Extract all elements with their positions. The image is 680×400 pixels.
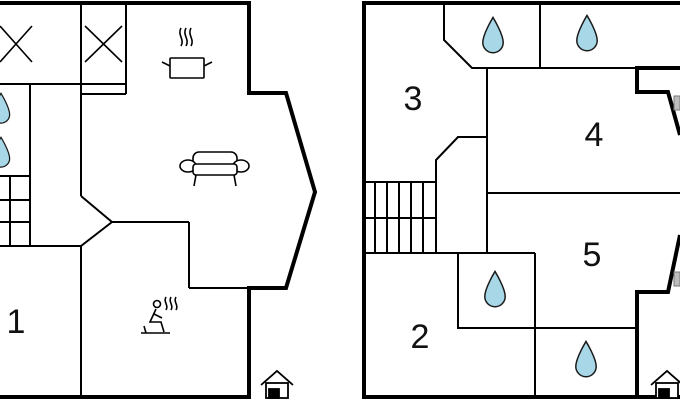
window-mark xyxy=(673,95,680,111)
sofa-icon xyxy=(179,151,250,187)
ground-floor-interior-walls xyxy=(0,3,249,397)
entrance-icon xyxy=(260,369,294,399)
entrance-icon xyxy=(650,369,680,399)
room-number-3: 3 xyxy=(404,80,423,118)
ground-floor-outer-wall xyxy=(0,1,318,399)
water-drop-icon xyxy=(0,92,11,124)
upper-floor-bay-wall xyxy=(635,66,680,397)
cross-box-icon xyxy=(0,25,33,63)
room-number-5: 5 xyxy=(583,236,602,274)
upper-floor-plan: 3 4 5 2 xyxy=(362,1,680,399)
upper-floor-interior-walls xyxy=(363,3,680,397)
water-drop-icon xyxy=(481,16,505,54)
window-mark xyxy=(673,271,680,287)
room-number-1: 1 xyxy=(7,303,26,341)
water-drop-icon xyxy=(483,270,507,308)
cooking-pot-icon xyxy=(161,27,213,79)
ground-floor-plan: 1 xyxy=(0,1,318,399)
sauna-icon xyxy=(141,296,178,334)
water-drop-icon xyxy=(574,340,598,378)
water-drop-icon xyxy=(0,136,11,168)
water-drop-icon xyxy=(575,14,599,52)
room-number-4: 4 xyxy=(585,116,604,154)
cross-box-icon xyxy=(84,25,123,63)
room-number-2: 2 xyxy=(411,318,430,356)
